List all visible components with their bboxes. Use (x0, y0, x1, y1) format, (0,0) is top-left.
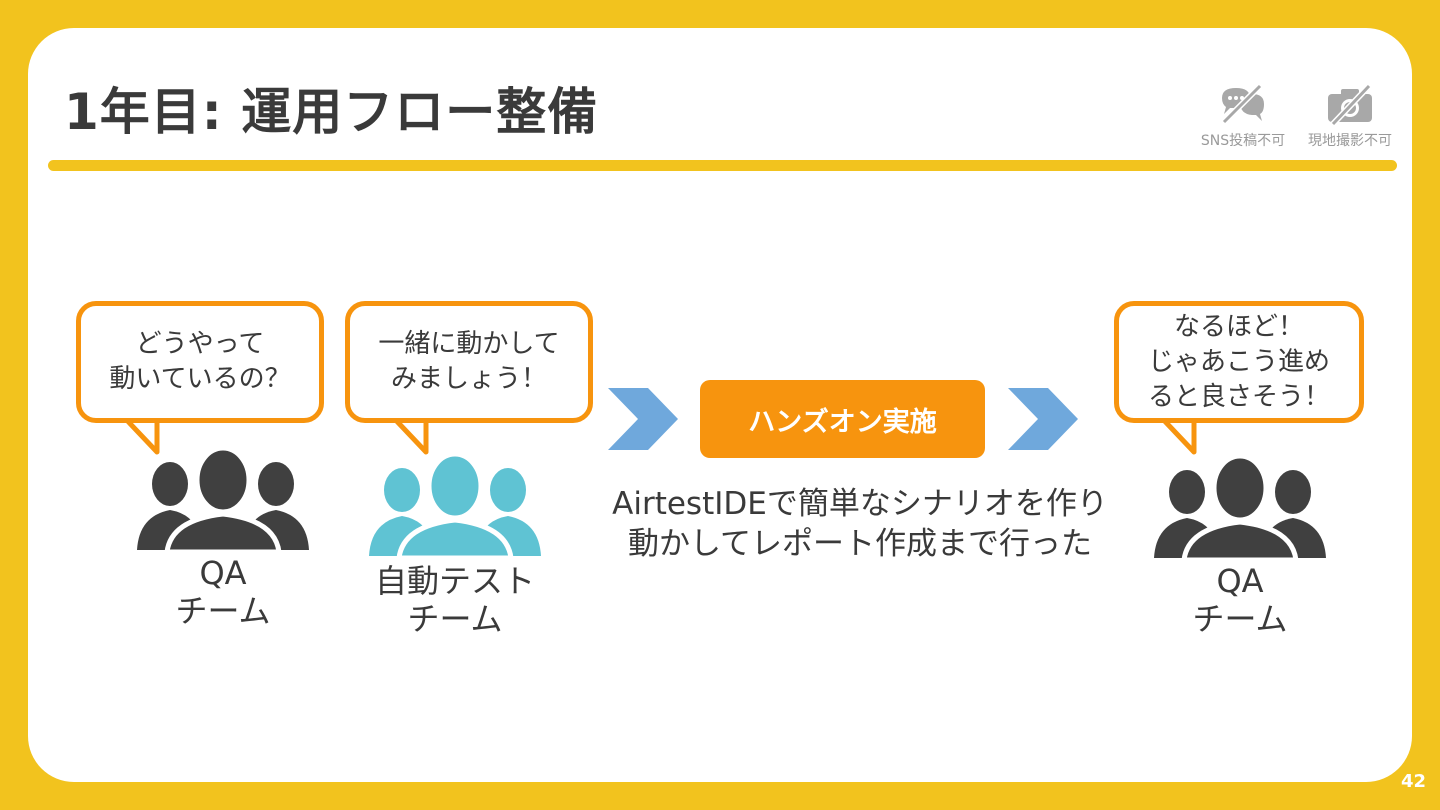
bubble-line: どうやって (135, 329, 265, 359)
notice-label: SNS投稿不可 (1200, 133, 1286, 149)
qa-team-people-icon (1154, 454, 1326, 560)
team-label-qa: QA チーム (143, 554, 303, 630)
bubble-line: なるほど！ (1173, 311, 1304, 342)
notice-label: 現地撮影不可 (1308, 133, 1392, 149)
team-label-line: チーム (175, 592, 271, 630)
team-label-auto-test: 自動テスト チーム (360, 562, 550, 638)
description-line: 動かしてレポート作成まで行った (627, 526, 1093, 562)
team-label-line: QA (1216, 562, 1264, 600)
chevron-right-icon (1008, 388, 1078, 450)
hands-on-label: ハンズオン実施 (700, 380, 985, 458)
team-label-line: 自動テスト (374, 562, 535, 600)
speech-bubble-qa-question: どうやって 動いているの？ (76, 301, 324, 423)
speech-bubble-qa-answer: なるほど！ じゃあこう進め ると良さそう！ (1114, 301, 1364, 423)
team-label-line: QA (199, 554, 247, 592)
bubble-line: 一緒に動かして (378, 329, 560, 359)
no-camera-icon (1328, 84, 1372, 126)
slide-title: 1年目: 運用フロー整備 (64, 83, 599, 141)
notice-no-photo: 現地撮影不可 (1300, 84, 1400, 150)
bubble-line: 動いているの？ (109, 364, 291, 394)
process-description: AirtestIDEで簡単なシナリオを作り 動かしてレポート作成まで行った (595, 484, 1125, 564)
title-underline (48, 160, 1397, 171)
bubble-line: じゃあこう進め (1147, 346, 1330, 377)
bubble-line: みましょう！ (390, 364, 547, 394)
team-label-line: チーム (1192, 600, 1288, 638)
speech-bubble-auto-test: 一緒に動かして みましょう！ (345, 301, 593, 423)
page-number: 42 (1400, 771, 1426, 792)
notice-no-sns: SNS投稿不可 (1193, 84, 1293, 150)
chevron-right-icon (608, 388, 678, 450)
no-chat-icon (1221, 84, 1264, 125)
team-label-line: チーム (407, 600, 503, 638)
auto-test-team-people-icon (369, 452, 541, 558)
description-line: AirtestIDEで簡単なシナリオを作り (612, 486, 1108, 522)
qa-team-people-icon (137, 446, 309, 552)
team-label-qa-right: QA チーム (1160, 562, 1320, 638)
bubble-line: ると良さそう！ (1147, 381, 1330, 412)
